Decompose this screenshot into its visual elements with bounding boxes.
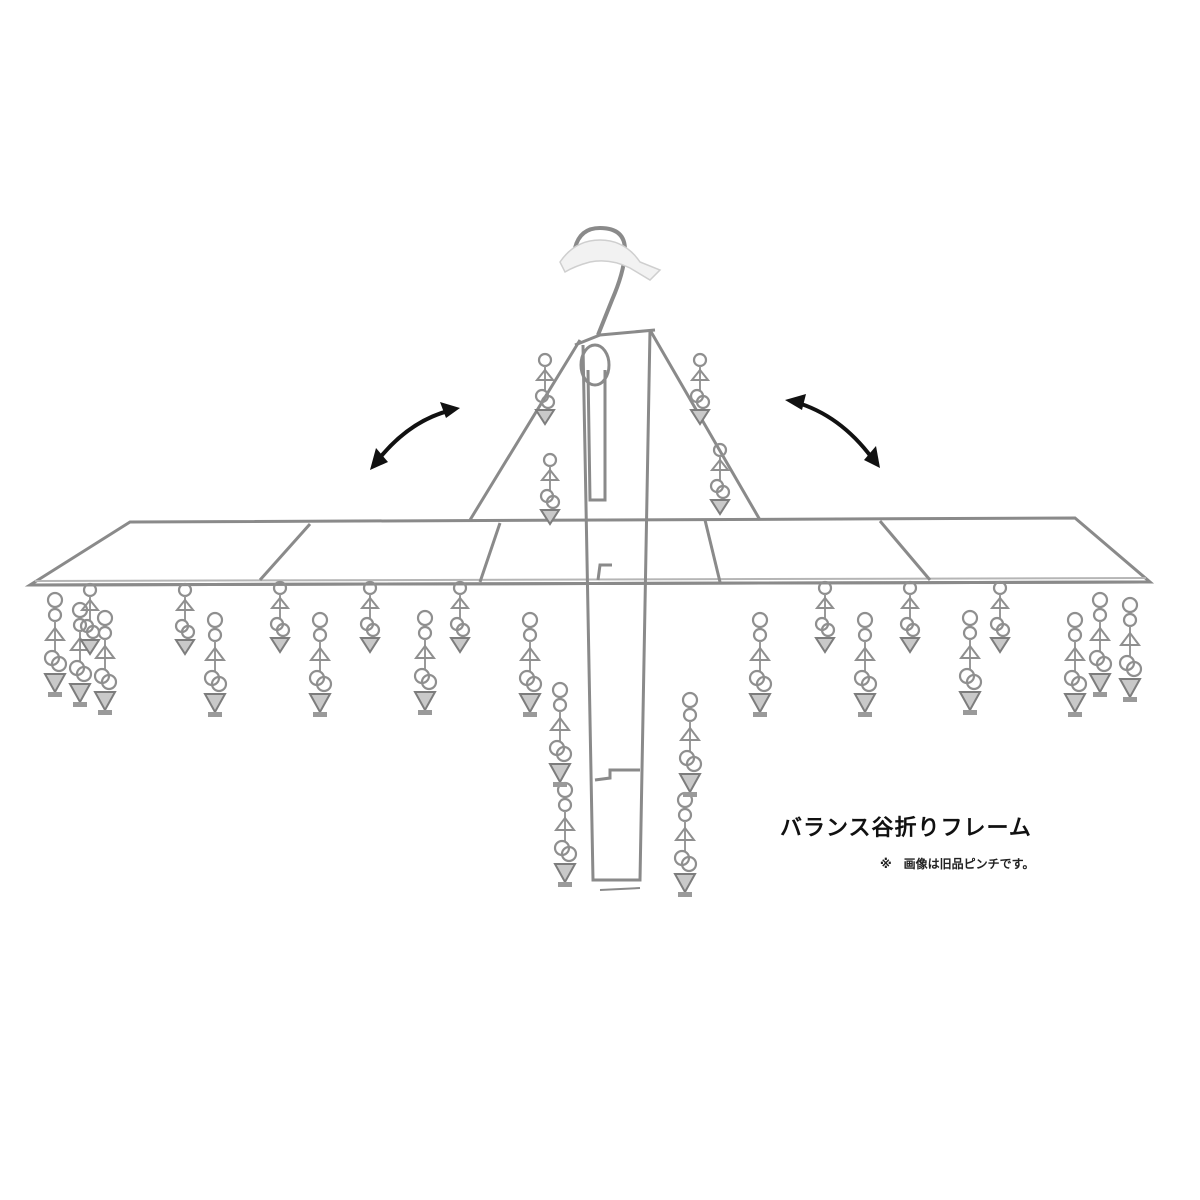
caption-note: ※ 画像は旧品ピンチです。 — [880, 857, 1035, 871]
rotate-right-arrow-icon — [785, 394, 880, 468]
hanger-frame — [24, 328, 1155, 891]
rotate-left-arrow-icon — [370, 402, 460, 470]
hook — [559, 225, 662, 336]
caption-title: バランス谷折りフレーム — [780, 816, 1032, 841]
